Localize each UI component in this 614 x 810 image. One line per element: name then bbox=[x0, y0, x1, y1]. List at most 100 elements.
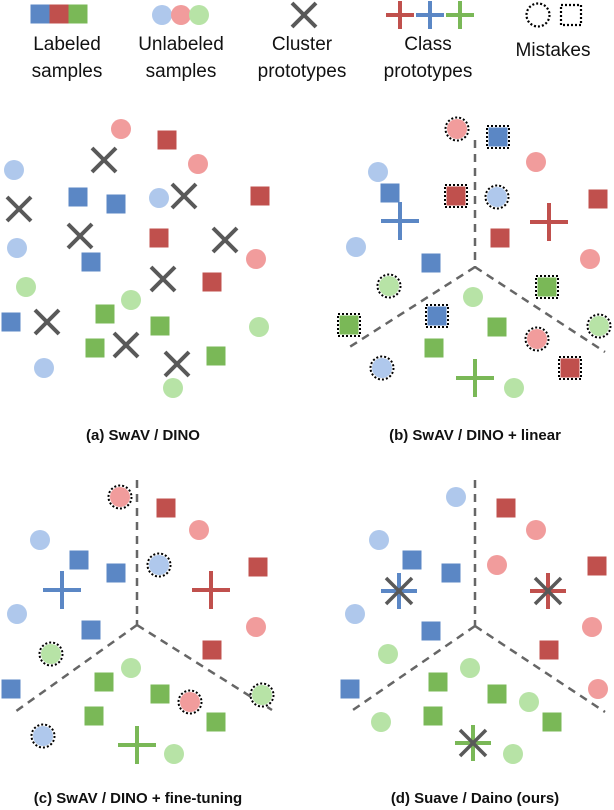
mistake-marker bbox=[558, 356, 582, 380]
labeled-sample bbox=[250, 186, 270, 206]
labeled-sample bbox=[427, 306, 447, 326]
cluster-prototype-stroke bbox=[458, 728, 488, 758]
cluster-prototype bbox=[33, 308, 61, 336]
cluster-prototype-stroke bbox=[533, 576, 563, 606]
decision-boundary bbox=[136, 623, 273, 712]
unlabeled-sample bbox=[246, 617, 266, 637]
unlabeled-sample bbox=[369, 530, 389, 550]
labeled-sample bbox=[206, 712, 226, 732]
unlabeled-sample bbox=[41, 644, 61, 664]
unlabeled-sample bbox=[111, 119, 131, 139]
unlabeled-sample bbox=[189, 5, 209, 25]
labeled-sample bbox=[1, 679, 21, 699]
class-prototype bbox=[43, 571, 81, 609]
labeled-sample bbox=[424, 338, 444, 358]
mistake-marker bbox=[30, 723, 56, 749]
labeled-sample bbox=[106, 563, 126, 583]
unlabeled-sample bbox=[487, 555, 507, 575]
mistake-marker bbox=[586, 313, 612, 339]
unlabeled-sample bbox=[345, 604, 365, 624]
class-prototype bbox=[530, 203, 568, 241]
legend-icons bbox=[30, 1, 583, 29]
mistake-marker bbox=[146, 552, 172, 578]
legend-class-line1: Class bbox=[404, 34, 452, 55]
unlabeled-sample bbox=[526, 152, 546, 172]
legend-labeled-line2: samples bbox=[32, 61, 103, 82]
class-prototype bbox=[446, 1, 474, 29]
mistake-marker bbox=[369, 355, 395, 381]
unlabeled-sample bbox=[152, 5, 172, 25]
mistake-marker bbox=[177, 689, 203, 715]
cluster-prototype bbox=[163, 350, 191, 378]
labeled-sample bbox=[206, 346, 226, 366]
labeled-sample bbox=[150, 316, 170, 336]
unlabeled-sample bbox=[189, 520, 209, 540]
cluster-prototype bbox=[90, 146, 118, 174]
unlabeled-sample bbox=[33, 726, 53, 746]
unlabeled-sample bbox=[149, 555, 169, 575]
cluster-prototype-stroke bbox=[33, 308, 61, 336]
labeled-sample bbox=[1, 312, 21, 332]
unlabeled-sample bbox=[582, 617, 602, 637]
panel-c bbox=[1, 480, 275, 764]
unlabeled-sample bbox=[463, 287, 483, 307]
panel-a bbox=[1, 119, 270, 398]
labeled-sample bbox=[539, 640, 559, 660]
labeled-sample bbox=[496, 498, 516, 518]
cluster-prototype bbox=[149, 265, 177, 293]
legend-cluster-line2: prototypes bbox=[258, 61, 347, 82]
mistake-icon bbox=[559, 3, 583, 27]
unlabeled-sample bbox=[180, 692, 200, 712]
class-prototype bbox=[416, 1, 444, 29]
labeled-sample bbox=[537, 277, 557, 297]
legend-mistakes: Mistakes bbox=[516, 40, 591, 61]
cluster-prototype-stroke bbox=[170, 182, 198, 210]
unlabeled-sample bbox=[447, 119, 467, 139]
cluster-prototype-stroke bbox=[211, 226, 239, 254]
mistake-marker bbox=[38, 641, 64, 667]
cluster-prototype bbox=[66, 222, 94, 250]
labeled-sample bbox=[588, 189, 608, 209]
legend-cluster-line1: Cluster bbox=[272, 34, 333, 55]
unlabeled-sample bbox=[252, 685, 272, 705]
labeled-sample bbox=[81, 620, 101, 640]
unlabeled-sample bbox=[446, 487, 466, 507]
mistake-marker bbox=[484, 184, 510, 210]
mistake-marker bbox=[425, 304, 449, 328]
mistake-marker bbox=[444, 184, 468, 208]
unlabeled-sample bbox=[121, 290, 141, 310]
decision-boundary bbox=[347, 265, 476, 350]
mistake-marker bbox=[444, 116, 470, 142]
panel-b bbox=[337, 116, 612, 398]
class-cluster-prototype bbox=[455, 725, 491, 761]
unlabeled-sample bbox=[171, 5, 191, 25]
unlabeled-sample bbox=[526, 520, 546, 540]
unlabeled-sample bbox=[519, 692, 539, 712]
cluster-prototype-stroke bbox=[66, 222, 94, 250]
labeled-sample bbox=[339, 315, 359, 335]
mistake-marker bbox=[525, 2, 551, 28]
mistake-marker bbox=[524, 326, 550, 352]
unlabeled-sample bbox=[371, 712, 391, 732]
unlabeled-sample bbox=[121, 658, 141, 678]
labeled-sample bbox=[69, 550, 89, 570]
labeled-sample bbox=[428, 672, 448, 692]
caption-b: (b) SwAV / DINO + linear bbox=[389, 427, 561, 444]
cluster-prototype bbox=[290, 1, 318, 29]
unlabeled-sample bbox=[4, 160, 24, 180]
labeled-sample bbox=[587, 556, 607, 576]
labeled-sample bbox=[157, 130, 177, 150]
unlabeled-sample bbox=[379, 276, 399, 296]
panels bbox=[1, 116, 612, 764]
class-prototype bbox=[456, 359, 494, 397]
unlabeled-sample bbox=[7, 238, 27, 258]
class-prototype bbox=[118, 726, 156, 764]
labeled-sample bbox=[84, 706, 104, 726]
unlabeled-sample bbox=[7, 604, 27, 624]
labeled-sample bbox=[150, 684, 170, 704]
legend: Labeled samples Unlabeled samples Cluste… bbox=[30, 1, 591, 82]
cluster-prototype-stroke bbox=[5, 195, 33, 223]
labeled-sample bbox=[94, 672, 114, 692]
cluster-prototype-stroke bbox=[384, 576, 414, 606]
unlabeled-sample bbox=[368, 162, 388, 182]
